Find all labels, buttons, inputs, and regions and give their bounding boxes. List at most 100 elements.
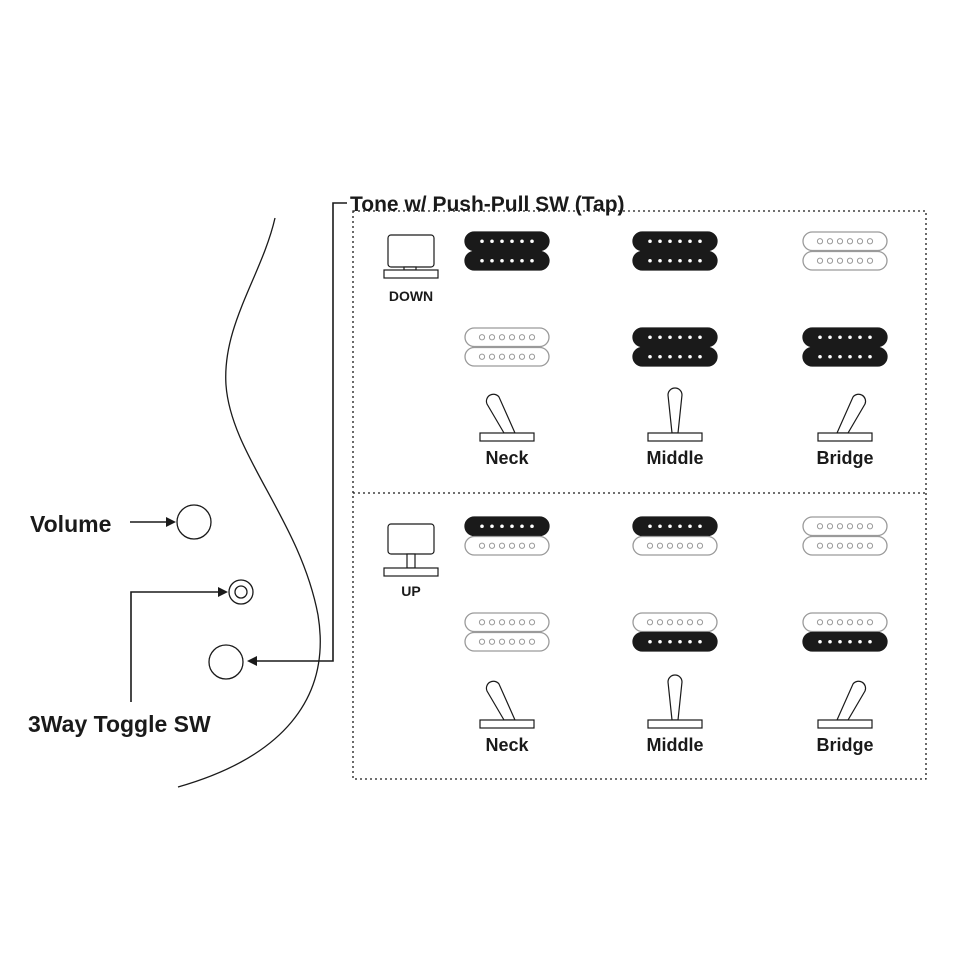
pole-piece	[658, 354, 662, 359]
bridge-humbucker	[464, 327, 550, 367]
pole-piece	[846, 238, 854, 245]
pole-piece	[826, 257, 834, 264]
toggle-label: 3Way Toggle SW	[28, 711, 211, 737]
pole-piece	[836, 619, 844, 626]
pole-piece	[826, 238, 834, 245]
pole-piece	[688, 258, 692, 263]
toggle-center-icon	[647, 387, 703, 442]
pole-piece	[678, 258, 682, 263]
neck-humbucker	[632, 516, 718, 556]
pole-piece	[478, 334, 486, 341]
pole-piece	[818, 335, 822, 340]
pole-piece	[498, 353, 506, 360]
pole-piece	[866, 238, 874, 245]
coil-active	[632, 231, 718, 252]
pole-piece	[520, 239, 524, 244]
pole-piece	[530, 258, 534, 263]
pole-piece	[866, 542, 874, 549]
pole-piece	[510, 239, 514, 244]
pole-piece	[836, 523, 844, 530]
pole-piece	[490, 524, 494, 529]
pole-piece	[528, 353, 536, 360]
pole-piece	[498, 619, 506, 626]
pole-piece	[488, 542, 496, 549]
pole-piece	[488, 353, 496, 360]
pole-piece	[648, 258, 652, 263]
pole-piece	[508, 638, 516, 645]
pole-piece	[858, 354, 862, 359]
pole-piece	[510, 524, 514, 529]
neck-humbucker	[802, 516, 888, 556]
tone-leader-line	[256, 202, 347, 662]
guitar-body-outline	[177, 217, 321, 788]
pole-piece	[698, 258, 702, 263]
pole-piece	[816, 542, 824, 549]
pole-piece	[866, 619, 874, 626]
pole-piece	[826, 542, 834, 549]
pole-piece	[678, 639, 682, 644]
pole-piece	[826, 523, 834, 530]
pole-piece	[678, 335, 682, 340]
pole-piece	[500, 258, 504, 263]
pole-piece	[818, 639, 822, 644]
pole-piece	[686, 619, 694, 626]
pole-piece	[678, 239, 682, 244]
coil-inactive	[464, 612, 550, 633]
pole-piece	[658, 524, 662, 529]
pole-piece	[528, 334, 536, 341]
pole-piece	[498, 334, 506, 341]
pole-piece	[658, 258, 662, 263]
neck-humbucker	[632, 231, 718, 271]
pole-piece	[488, 334, 496, 341]
pole-piece	[846, 257, 854, 264]
position-label: Neck	[485, 448, 529, 468]
pole-piece	[480, 239, 484, 244]
pole-piece	[676, 619, 684, 626]
pole-piece	[688, 335, 692, 340]
bridge-humbucker	[632, 612, 718, 652]
pole-piece	[848, 639, 852, 644]
pole-piece	[478, 638, 486, 645]
pole-piece	[508, 619, 516, 626]
pole-piece	[508, 334, 516, 341]
coil-active	[632, 631, 718, 652]
pole-piece	[826, 619, 834, 626]
pole-piece	[480, 258, 484, 263]
coil-active	[464, 250, 550, 271]
pole-piece	[698, 354, 702, 359]
coil-inactive	[802, 231, 888, 252]
tone-knob[interactable]	[208, 644, 244, 680]
coil-active	[802, 327, 888, 348]
coil-inactive	[464, 631, 550, 652]
position-middle: Middle	[632, 231, 718, 468]
coil-active	[802, 631, 888, 652]
pole-piece	[688, 239, 692, 244]
pole-piece	[688, 639, 692, 644]
pole-piece	[668, 258, 672, 263]
pole-piece	[648, 524, 652, 529]
pole-piece	[668, 354, 672, 359]
pole-piece	[530, 524, 534, 529]
pole-piece	[698, 639, 702, 644]
coil-inactive	[802, 516, 888, 537]
coil-inactive	[464, 327, 550, 348]
pole-piece	[490, 258, 494, 263]
pole-piece	[838, 639, 842, 644]
pole-piece	[478, 619, 486, 626]
tone-switch-box	[352, 210, 927, 780]
pole-piece	[490, 239, 494, 244]
pole-piece	[816, 523, 824, 530]
pole-piece	[666, 542, 674, 549]
pole-piece	[666, 619, 674, 626]
volume-label: Volume	[30, 511, 111, 537]
push-pull-knob-up-icon	[383, 523, 439, 577]
volume-arrow-icon	[166, 517, 176, 527]
pole-piece	[658, 639, 662, 644]
pole-piece	[478, 542, 486, 549]
pole-piece	[846, 542, 854, 549]
volume-knob[interactable]	[176, 504, 212, 540]
position-label: Bridge	[816, 735, 873, 755]
pole-piece	[696, 619, 704, 626]
pole-piece	[856, 619, 864, 626]
